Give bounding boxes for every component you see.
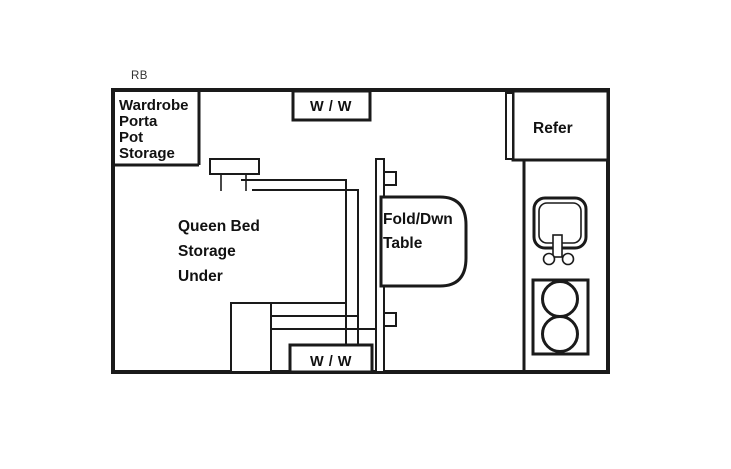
overhead-cabinet-group [209, 158, 260, 191]
label-queen-bed: Queen Bed [178, 218, 260, 235]
sink-faucet-icon [552, 234, 563, 258]
label-group-table: Fold/Dwn Table [383, 211, 453, 252]
window-wall-bottom-group [288, 343, 374, 374]
kitchen-counter-group [522, 158, 608, 372]
table-bracket-upper [383, 171, 397, 186]
label-ww-top: W / W [310, 99, 352, 115]
table-bracket-lower [383, 312, 397, 327]
window-wall-top-group [291, 89, 372, 122]
burner-front-icon [541, 280, 579, 318]
label-porta: Porta [119, 113, 158, 130]
label-ww-bottom: W / W [310, 354, 352, 370]
faucet-handle-right-icon [561, 252, 575, 266]
burner-rear-icon [541, 315, 579, 353]
label-corner-code: RB [131, 70, 148, 82]
bench-outline-outer [241, 179, 347, 372]
refrigerator-group [505, 89, 610, 162]
label-pot: Pot [119, 129, 143, 146]
label-storage: Storage [119, 145, 175, 162]
label-bed-under: Under [178, 268, 223, 285]
window-wall-top-box [291, 89, 372, 122]
faucet-handle-left-icon [542, 252, 556, 266]
room-wardrobe [113, 90, 201, 167]
fold-down-table-shape [379, 195, 468, 288]
fold-down-table-group [379, 195, 468, 288]
bench-outline-inner [252, 189, 359, 372]
label-bed-storage: Storage [178, 243, 236, 260]
window-wall-bottom-box [288, 343, 374, 374]
label-fold-table-line1: Fold/Dwn [383, 211, 453, 228]
label-group-bed: Queen Bed Storage Under [178, 218, 260, 285]
label-refer: Refer [533, 120, 573, 137]
bed-side-cabinet-box [230, 302, 272, 373]
label-fold-table-line2: Table [383, 235, 423, 252]
label-group-wardrobe: Wardrobe Porta Pot Storage [119, 97, 188, 162]
label-wardrobe: Wardrobe [119, 97, 188, 114]
dinette-bench-group [241, 179, 376, 372]
refrigerator-door [505, 92, 514, 160]
overhead-cabinet-box [209, 158, 260, 175]
